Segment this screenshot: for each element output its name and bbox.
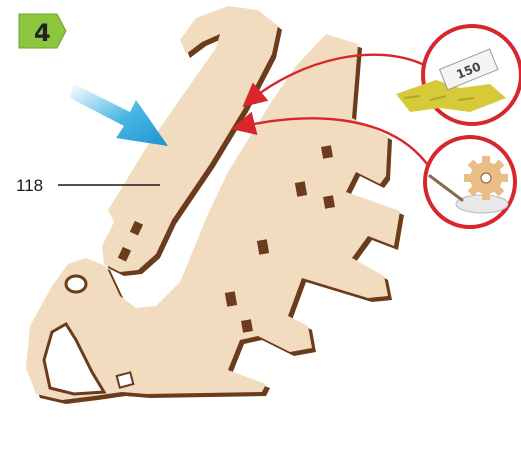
step-badge: 4: [19, 14, 66, 48]
direction-arrow-icon: [70, 84, 168, 146]
sandpaper-icon: 150: [396, 26, 521, 124]
part-number-label: 118: [16, 176, 43, 195]
glue-gear-icon: [425, 137, 515, 227]
step-number: 4: [34, 19, 51, 47]
